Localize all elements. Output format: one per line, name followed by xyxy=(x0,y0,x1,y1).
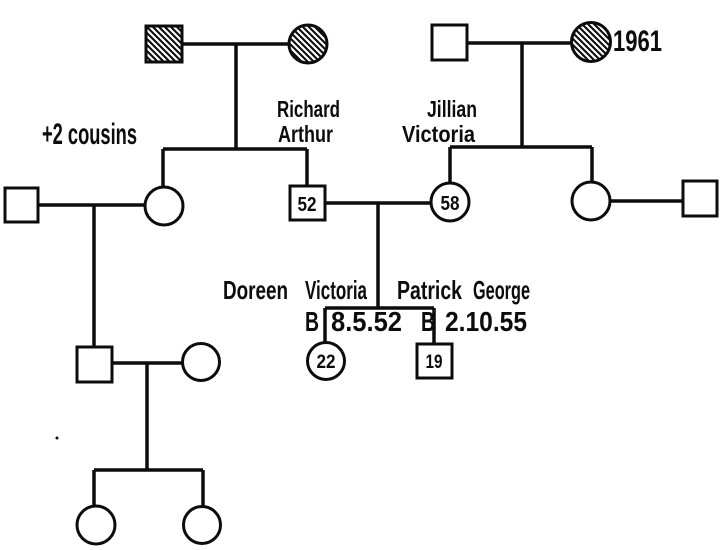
paternal-aunt-symbol xyxy=(143,185,185,227)
son-first-name: Patrick xyxy=(397,275,462,305)
father-first-name: Richard xyxy=(277,96,340,122)
maternal-grandmother-symbol xyxy=(570,21,612,63)
paternal-grandfather-symbol xyxy=(144,24,184,64)
maternal-aunt-husband-symbol xyxy=(681,179,719,218)
cousin-daughter-2-symbol xyxy=(182,505,222,545)
father-symbol xyxy=(288,184,327,222)
mother-middle-name: Victoria xyxy=(402,121,475,147)
daughter-birth-date: 8.5.52 xyxy=(331,306,402,337)
maternal-grandfather-symbol xyxy=(430,23,469,62)
daughter-age: 22 xyxy=(317,352,336,373)
paternal-aunt-husband-symbol xyxy=(3,186,40,224)
daughter-first-name: Doreen xyxy=(223,275,288,305)
father-age: 52 xyxy=(298,194,317,216)
son-birth-date: 2.10.55 xyxy=(445,306,527,337)
daughter-symbol xyxy=(306,341,346,381)
mother-symbol xyxy=(429,181,471,223)
mother-age: 58 xyxy=(441,193,460,215)
son-age: 19 xyxy=(426,352,443,373)
daughter-middle-name: Victoria xyxy=(305,275,367,305)
paternal-grandmother-symbol xyxy=(287,23,329,65)
father-middle-name: Arthur xyxy=(278,121,333,147)
son-middle-name: George xyxy=(473,275,530,305)
son-symbol xyxy=(415,342,454,380)
mother-first-name: Jillian xyxy=(427,96,477,122)
cousin-wife-symbol xyxy=(181,342,221,382)
maternal-aunt-symbol xyxy=(570,180,612,222)
cousin-symbol xyxy=(75,345,114,384)
cousin-daughter-1-symbol xyxy=(75,504,117,546)
daughter-birth-prefix: B xyxy=(305,306,319,337)
death-year-label: 1961 xyxy=(613,25,662,58)
son-birth-prefix: B xyxy=(421,306,435,337)
cousins-note-label: +2 cousins xyxy=(42,118,137,151)
print-speck xyxy=(55,436,59,440)
